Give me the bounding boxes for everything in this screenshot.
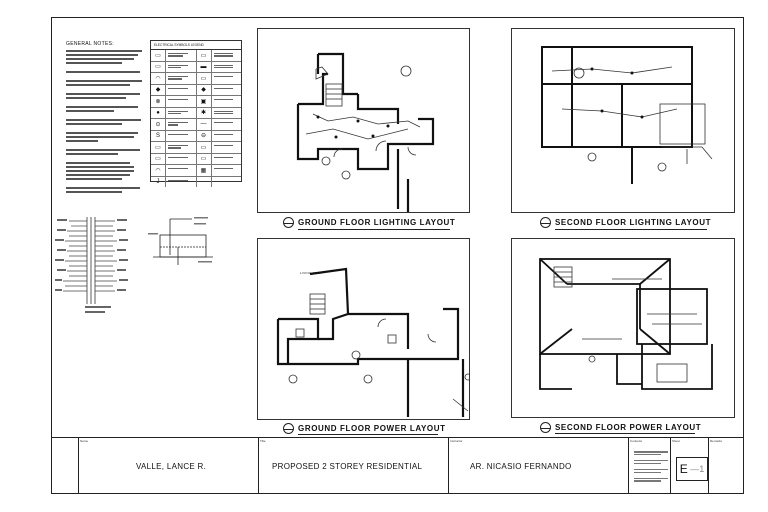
instructor-name: AR. NICASIO FERNANDO [470, 462, 572, 471]
student-name: VALLE, LANCE R. [136, 462, 207, 471]
drawing-sheet-border [51, 17, 744, 494]
second-floor-lighting-panel [511, 28, 735, 213]
title-block-divider [51, 437, 744, 438]
ground-floor-lighting-title: GROUND FLOOR LIGHTING LAYOUT [298, 218, 456, 227]
title-block-column [708, 437, 709, 494]
ground-floor-lighting-plan [296, 52, 435, 212]
ground-floor-lighting-caption: GROUND FLOOR LIGHTING LAYOUT [283, 217, 455, 228]
second-floor-lighting-caption: SECOND FLOOR LIGHTING LAYOUT [540, 217, 711, 228]
grounding-detail [148, 217, 213, 265]
caption-underline [298, 434, 438, 435]
sheet-number: 1 [699, 464, 705, 474]
name-label: Name [80, 439, 89, 443]
title-block-column [448, 437, 449, 494]
caption-underline [555, 433, 695, 434]
second-floor-power-title: SECOND FLOOR POWER LAYOUT [555, 423, 702, 432]
section-marker-icon [283, 423, 294, 434]
project-label: Title [260, 439, 266, 443]
title-block-column [628, 437, 629, 494]
contents-label: Contents [630, 439, 643, 443]
sheet-dash: — [687, 464, 700, 474]
second-floor-lighting-plan [541, 46, 713, 184]
caption-underline [298, 229, 450, 230]
sheet-label: Sheet [672, 439, 680, 443]
ground-floor-power-title: GROUND FLOOR POWER LAYOUT [298, 424, 446, 433]
ground-floor-lighting-panel [257, 28, 470, 213]
second-floor-lighting-title: SECOND FLOOR LIGHTING LAYOUT [555, 218, 712, 227]
section-marker-icon [283, 217, 294, 228]
sheet-prefix: E [679, 462, 688, 476]
second-floor-power-caption: SECOND FLOOR POWER LAYOUT [540, 422, 701, 433]
electrical-legend: ELECTRICAL SYMBOLS LEGEND ▭▭ ▭▬ ◠▭ ◆◆ ⊗▣… [150, 40, 242, 187]
ground-floor-power-plan [276, 267, 472, 417]
remarks-label: Remarks [710, 439, 723, 443]
contents-list [634, 450, 668, 483]
general-notes-body [66, 48, 146, 195]
second-floor-power-plan [539, 258, 713, 390]
title-block-column [78, 437, 79, 494]
ground-floor-power-panel [257, 238, 472, 420]
second-floor-power-panel [511, 238, 735, 418]
title-block-column [670, 437, 671, 494]
general-notes-title: GENERAL NOTES: [66, 41, 114, 47]
section-marker-icon [540, 422, 551, 433]
instructor-label: Instructor [450, 439, 463, 443]
ground-floor-power-caption: GROUND FLOOR POWER LAYOUT [283, 423, 446, 434]
legend-title: ELECTRICAL SYMBOLS LEGEND [151, 41, 241, 50]
caption-underline [555, 229, 707, 230]
panel-schedule-diagram [55, 217, 128, 313]
title-block-column [258, 437, 259, 494]
project-title: PROPOSED 2 STOREY RESIDENTIAL [272, 462, 423, 471]
living-area-label: LIVING AREA [300, 271, 322, 275]
sheet-number-box: E —1 [676, 457, 708, 481]
section-marker-icon [540, 217, 551, 228]
